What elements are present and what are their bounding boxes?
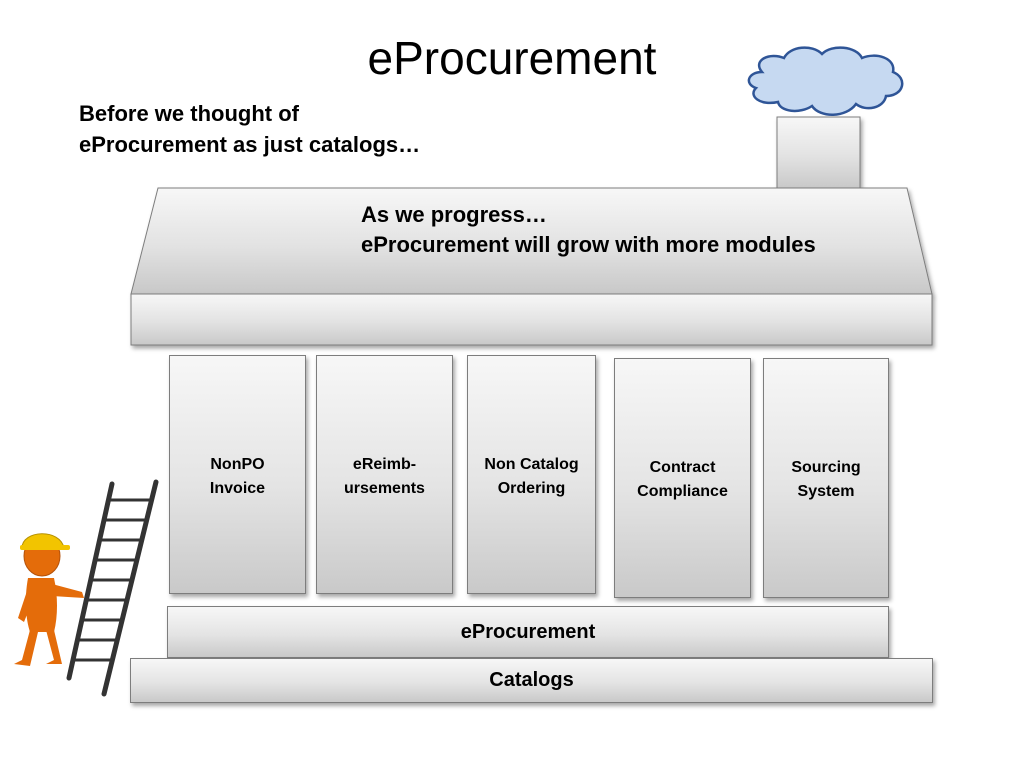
module-label-line-1: NonPO: [210, 456, 265, 473]
module-label-line-2: System: [797, 483, 855, 500]
roof-beam: [130, 293, 933, 346]
module-label-line-2: Invoice: [209, 480, 266, 497]
roof-text: As we progress… eProcurement will grow w…: [361, 200, 816, 260]
eprocurement-foundation: eProcurement: [167, 606, 889, 658]
intro-text: Before we thought of eProcurement as jus…: [79, 98, 420, 160]
module-label-line-2: Compliance: [637, 483, 728, 500]
catalogs-foundation: Catalogs: [130, 658, 933, 703]
module-nonpo-invoice: NonPO Invoice: [169, 355, 306, 594]
module-label-line-1: Non Catalog: [484, 456, 579, 473]
page-title: eProcurement: [367, 32, 657, 84]
ladder-icon: [66, 479, 159, 697]
roof-line-1: As we progress…: [361, 202, 547, 227]
intro-line-1: Before we thought of: [79, 101, 299, 126]
module-ereimbursements: eReimb-ursements: [316, 355, 453, 594]
eprocurement-label: eProcurement: [460, 620, 596, 643]
module-label-line-1: Contract: [649, 459, 716, 476]
module-label-line-2: Ordering: [497, 480, 566, 497]
chimney: [776, 116, 861, 190]
intro-line-2: eProcurement as just catalogs…: [79, 132, 421, 157]
module-label-line-1: eReimb-: [352, 456, 417, 473]
roof-line-2: eProcurement will grow with more modules: [361, 232, 816, 257]
cloud-icon: [747, 46, 904, 116]
module-label-line-2: ursements: [344, 480, 425, 497]
worker-figure-icon: [14, 533, 84, 666]
module-label-line-1: Sourcing: [791, 459, 861, 476]
catalogs-label: Catalogs: [489, 669, 574, 691]
